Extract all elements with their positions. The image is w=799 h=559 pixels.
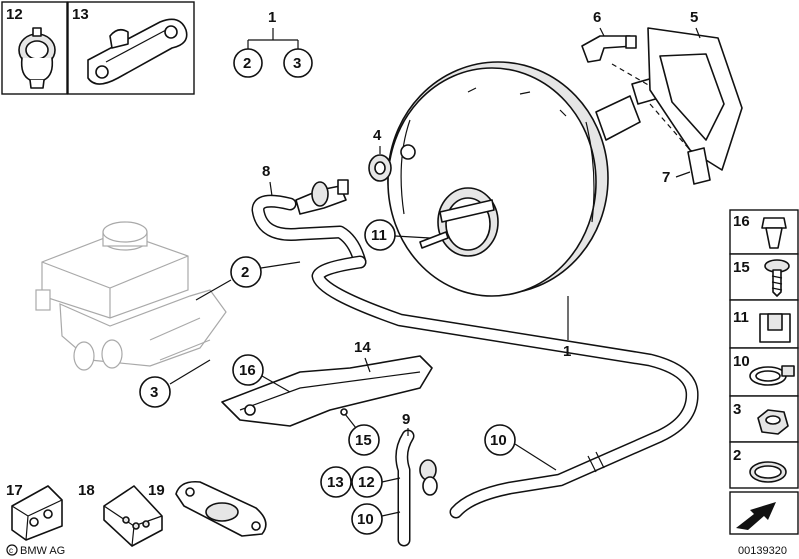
clevis-pin-6 <box>581 35 637 63</box>
side-part-3[interactable]: 3 <box>729 395 799 443</box>
part-box-13[interactable]: 13 <box>67 1 195 95</box>
callout-8: 8 <box>262 163 270 180</box>
side-part-number-16: 16 <box>733 213 750 230</box>
hose-clamp-10-icon <box>749 365 795 386</box>
callout-16-center[interactable]: 16 <box>232 354 264 386</box>
svg-text:13: 13 <box>327 474 344 491</box>
part-18[interactable]: 18 <box>78 482 163 547</box>
holder-18-icon <box>103 485 163 547</box>
part-17[interactable]: 17 <box>6 482 63 541</box>
elbow-hose-9 <box>395 429 438 547</box>
side-part-number-11: 11 <box>733 309 749 326</box>
clip-7 <box>687 147 711 185</box>
callout-7: 7 <box>662 169 670 186</box>
callout-10-bottom[interactable]: 10 <box>351 503 383 535</box>
svg-text:2: 2 <box>241 264 249 281</box>
side-part-number-2: 2 <box>733 447 741 464</box>
screw-15-icon <box>764 259 790 297</box>
svg-text:16: 16 <box>239 362 256 379</box>
gasket-5 <box>647 27 743 171</box>
part-19[interactable]: 19 <box>148 480 267 537</box>
callout-3-left[interactable]: 3 <box>139 376 171 408</box>
footer-brand-text: BMW AG <box>20 545 65 557</box>
clamp-12-icon <box>18 27 56 89</box>
damper-11-icon <box>759 313 791 343</box>
side-part-number-3: 3 <box>733 401 741 418</box>
arrow-symbol <box>729 491 799 535</box>
svg-text:12: 12 <box>358 474 375 491</box>
callout-3-top[interactable]: 3 <box>283 48 313 78</box>
callout-6: 6 <box>593 9 601 26</box>
part-number-19: 19 <box>148 482 165 499</box>
svg-text:15: 15 <box>355 432 372 449</box>
seal-19-icon <box>175 480 267 537</box>
side-part-16[interactable]: 16 <box>729 209 799 255</box>
side-part-15[interactable]: 15 <box>729 253 799 301</box>
callout-1-booster: 1 <box>563 343 571 360</box>
callout-15-center[interactable]: 15 <box>348 424 380 456</box>
bracket-13-icon <box>87 18 188 85</box>
svg-text:3: 3 <box>150 384 158 401</box>
side-part-2[interactable]: 2 <box>729 441 799 489</box>
callout-13-center[interactable]: 13 <box>320 466 352 498</box>
callout-2-left[interactable]: 2 <box>230 256 262 288</box>
vacuum-hose-1 <box>311 255 699 519</box>
svg-text:10: 10 <box>490 432 507 449</box>
side-part-number-10: 10 <box>733 353 750 370</box>
svg-text:11: 11 <box>371 227 387 244</box>
callout-1-top: 1 <box>268 9 276 26</box>
check-valve-hose-8 <box>251 179 367 269</box>
svg-text:3: 3 <box>293 55 301 72</box>
callout-9: 9 <box>402 411 410 428</box>
nut-3-icon <box>757 409 789 435</box>
svg-text:10: 10 <box>357 511 374 528</box>
part-number-17: 17 <box>6 482 23 499</box>
svg-text:2: 2 <box>243 55 251 72</box>
footer-brand: c BMW AG <box>6 544 65 557</box>
bracket-14 <box>221 355 433 427</box>
seal-ring-2-icon <box>749 461 787 483</box>
footer-code: 00139320 <box>738 545 787 557</box>
part-number-12: 12 <box>6 6 23 23</box>
callout-5: 5 <box>690 9 698 26</box>
callout-group-1-2-3: 1 2 3 <box>233 9 313 78</box>
brake-booster <box>387 61 667 297</box>
grommet-17-icon <box>11 485 63 541</box>
side-part-number-15: 15 <box>733 259 750 276</box>
svg-text:c: c <box>9 546 13 555</box>
part-number-18: 18 <box>78 482 95 499</box>
master-cylinder-reservoir <box>35 221 227 371</box>
callout-10-hose[interactable]: 10 <box>484 424 516 456</box>
part-number-13: 13 <box>72 6 89 23</box>
callout-14: 14 <box>354 339 371 356</box>
part-box-12[interactable]: 12 <box>1 1 68 95</box>
callout-12-center[interactable]: 12 <box>351 466 383 498</box>
callout-2-top[interactable]: 2 <box>233 48 263 78</box>
callout-4: 4 <box>373 127 382 144</box>
side-part-11[interactable]: 11 <box>729 299 799 349</box>
expanding-rivet-16-icon <box>761 217 787 249</box>
side-part-10[interactable]: 10 <box>729 347 799 397</box>
callout-11[interactable]: 11 <box>364 219 396 251</box>
grommet-4 <box>368 154 392 182</box>
arrow-icon <box>736 502 776 530</box>
